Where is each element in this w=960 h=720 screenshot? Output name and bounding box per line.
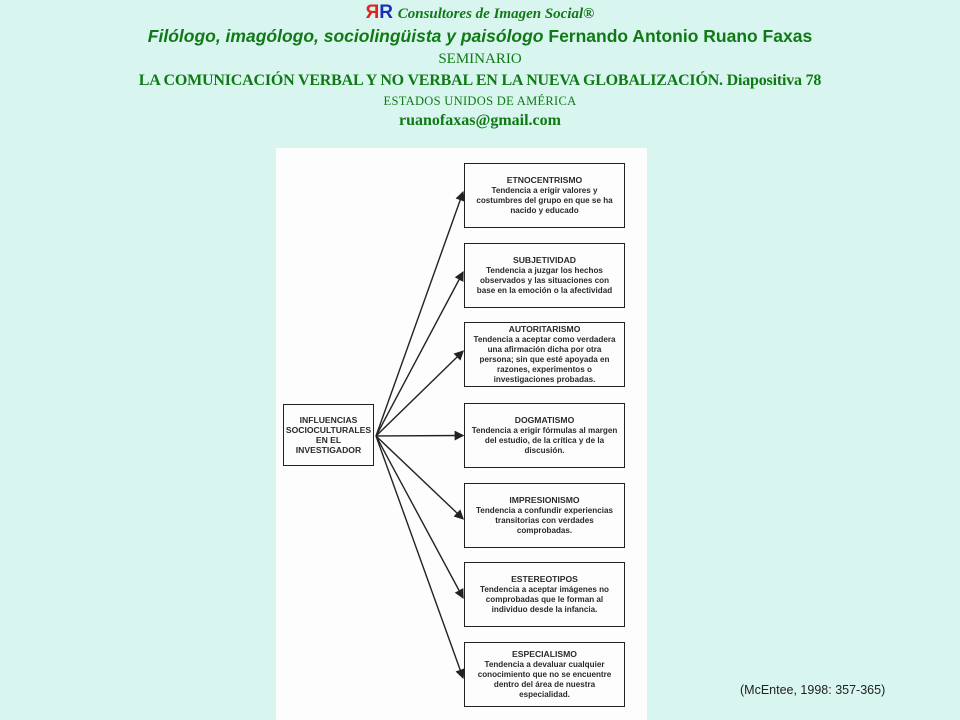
brand-name: Consultores de Imagen Social® (397, 6, 595, 22)
source-box: INFLUENCIAS SOCIOCULTURALES EN EL INVEST… (283, 404, 374, 466)
source-label: INFLUENCIAS SOCIOCULTURALES EN EL INVEST… (285, 414, 372, 456)
target-title: SUBJETIVIDAD (512, 254, 577, 265)
target-box-especialismo: ESPECIALISMO Tendencia a devaluar cualqu… (464, 642, 625, 707)
author-name: Fernando Antonio Ruano Faxas (548, 26, 813, 46)
connector-arrow (375, 430, 465, 441)
target-box-autoritarismo: AUTORITARISMO Tendencia a aceptar como v… (464, 322, 625, 387)
connector-arrow (375, 190, 465, 437)
target-description: Tendencia a aceptar imágenes no comproba… (480, 584, 609, 614)
target-description: Tendencia a devaluar cualquier conocimie… (477, 659, 612, 699)
target-title: ETNOCENTRISMO (506, 174, 583, 185)
target-description: Tendencia a erigir fórmulas al margen de… (471, 425, 618, 455)
author-line: Filólogo, imagólogo, sociolingüista y pa… (0, 26, 960, 47)
connector-arrow (375, 435, 465, 520)
target-description: Tendencia a juzgar los hechos observados… (476, 265, 613, 295)
connector-arrow (375, 435, 465, 680)
diagram-panel: INFLUENCIAS SOCIOCULTURALES EN EL INVEST… (276, 148, 647, 720)
target-title: IMPRESIONISMO (509, 494, 580, 505)
seminar-label: SEMINARIO (438, 51, 522, 67)
country-label: ESTADOS UNIDOS DE AMÉRICA (383, 94, 577, 108)
connector-arrow (375, 350, 465, 437)
target-description: Tendencia a erigir valores y costumbres … (476, 185, 613, 215)
target-box-impresionismo: IMPRESIONISMO Tendencia a confundir expe… (464, 483, 625, 548)
target-box-etnocentrismo: ETNOCENTRISMO Tendencia a erigir valores… (464, 163, 625, 228)
course-title: LA COMUNICACIÓN VERBAL Y NO VERBAL EN LA… (138, 72, 822, 89)
logo-letter-left: Я (365, 2, 380, 23)
brand-header: ЯR Consultores de Imagen Social® (0, 2, 960, 24)
target-description: Tendencia a confundir experiencias trans… (475, 505, 614, 535)
target-title: DOGMATISMO (514, 414, 575, 425)
connector-arrow (375, 271, 464, 437)
target-box-estereotipos: ESTEREOTIPOS Tendencia a aceptar imágene… (464, 562, 625, 627)
target-description: Tendencia a aceptar como verdadera una a… (473, 334, 616, 385)
citation: (McEntee, 1998: 357-365) (740, 683, 886, 697)
email-address: ruanofaxas@gmail.com (399, 112, 561, 129)
logo-letter-right: R (379, 2, 393, 23)
connector-arrow (375, 435, 464, 599)
connector-lines (375, 190, 465, 680)
author-titles: Filólogo, imagólogo, sociolingüista y pa… (147, 26, 544, 46)
target-box-dogmatismo: DOGMATISMO Tendencia a erigir fórmulas a… (464, 403, 625, 468)
target-box-subjetividad: SUBJETIVIDAD Tendencia a juzgar los hech… (464, 243, 625, 308)
target-title: AUTORITARISMO (508, 323, 581, 334)
target-title: ESPECIALISMO (512, 648, 577, 659)
target-title: ESTEREOTIPOS (511, 573, 578, 584)
